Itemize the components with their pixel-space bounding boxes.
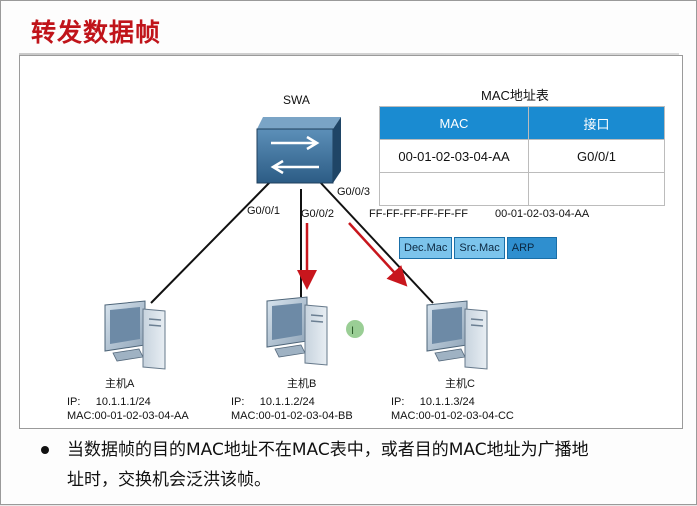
table-row: 00-01-02-03-04-AA G0/0/1 bbox=[379, 139, 665, 173]
host-a-computer-icon bbox=[104, 300, 166, 370]
slide-title: 转发数据帧 bbox=[31, 18, 162, 47]
frame-field-src-mac: Src.Mac bbox=[454, 237, 505, 259]
mac-table-cell-interface: G0/0/1 bbox=[528, 139, 665, 173]
bullet-point: 当数据帧的目的MAC地址不在MAC表中，或者目的MAC地址为广播地 址时，交换机… bbox=[41, 435, 681, 495]
frame-dst-mac-value: FF-FF-FF-FF-FF-FF bbox=[369, 208, 468, 220]
frame-src-mac-value: 00-01-02-03-04-AA bbox=[495, 208, 590, 220]
mac-table-header-mac: MAC bbox=[379, 106, 529, 140]
title-divider bbox=[19, 53, 679, 55]
port-label-g0-0-2: G0/0/2 bbox=[301, 208, 335, 220]
host-b-computer-icon bbox=[266, 296, 328, 366]
host-b-ip-label: IP: bbox=[231, 396, 245, 408]
host-b-name: 主机B bbox=[287, 378, 317, 390]
host-c-computer-icon bbox=[426, 300, 488, 370]
flood-arrow-c bbox=[348, 222, 408, 287]
bullet-dot-icon bbox=[41, 446, 49, 454]
host-c-mac: MAC:00-01-02-03-04-CC bbox=[391, 410, 514, 422]
svg-text:I: I bbox=[351, 325, 354, 337]
link-c bbox=[318, 180, 434, 304]
host-c-ip: 10.1.1.3/24 bbox=[419, 396, 475, 408]
bullet-line-1: 当数据帧的目的MAC地址不在MAC表中，或者目的MAC地址为广播地 bbox=[67, 440, 589, 460]
host-b-mac: MAC:00-01-02-03-04-BB bbox=[231, 410, 353, 422]
host-c-info: IP: 10.1.1.3/24 MAC:00-01-02-03-04-CC bbox=[391, 395, 514, 423]
host-a-info: IP: 10.1.1.1/24 MAC:00-01-02-03-04-AA bbox=[67, 395, 189, 423]
data-frame: Dec.Mac Src.Mac ARP bbox=[399, 237, 559, 259]
pointer-marker-icon: I bbox=[346, 320, 364, 338]
table-row bbox=[379, 172, 665, 206]
link-a bbox=[150, 180, 272, 304]
frame-field-dst-mac: Dec.Mac bbox=[399, 237, 453, 259]
port-label-g0-0-3: G0/0/3 bbox=[337, 186, 371, 198]
host-c-ip-label: IP: bbox=[391, 396, 405, 408]
mac-table-cell-mac bbox=[379, 172, 529, 206]
mac-table-cell-mac: 00-01-02-03-04-AA bbox=[379, 139, 529, 173]
mac-table-header-interface: 接口 bbox=[528, 106, 665, 140]
mac-address-table: MAC 接口 00-01-02-03-04-AA G0/0/1 bbox=[379, 106, 665, 206]
mac-table-title: MAC地址表 bbox=[481, 88, 549, 103]
mac-table-cell-interface bbox=[528, 172, 665, 206]
host-b-ip: 10.1.1.2/24 bbox=[259, 396, 315, 408]
frame-field-arp: ARP bbox=[506, 237, 557, 259]
host-c-name: 主机C bbox=[445, 378, 475, 390]
host-a-name: 主机A bbox=[105, 378, 135, 390]
port-label-g0-0-1: G0/0/1 bbox=[247, 205, 281, 217]
host-a-ip-label: IP: bbox=[67, 396, 81, 408]
bullet-line-2: 址时，交换机会泛洪该帧。 bbox=[67, 470, 271, 490]
host-a-mac: MAC:00-01-02-03-04-AA bbox=[67, 410, 189, 422]
host-a-ip: 10.1.1.1/24 bbox=[95, 396, 151, 408]
host-b-info: IP: 10.1.1.2/24 MAC:00-01-02-03-04-BB bbox=[231, 395, 353, 423]
switch-label: SWA bbox=[283, 93, 310, 107]
switch-icon bbox=[256, 117, 341, 184]
